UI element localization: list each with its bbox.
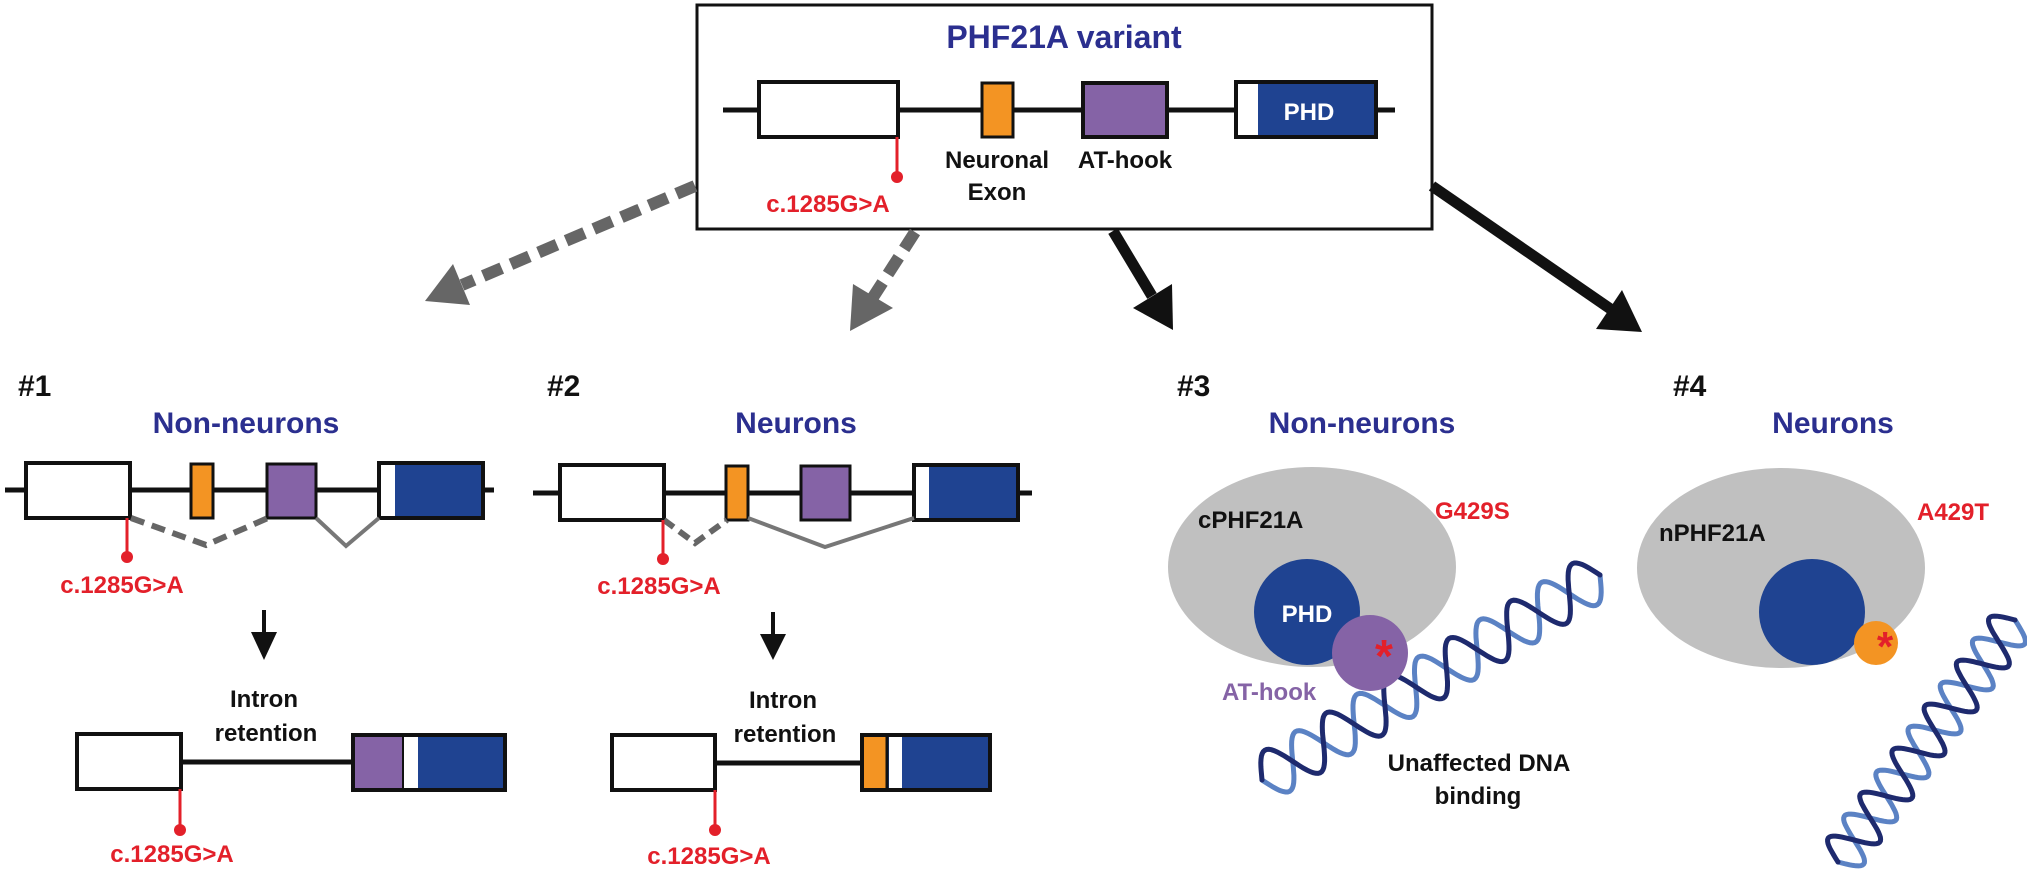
mutation-g429s: G429S [1435,498,1510,525]
panel-1-splice [314,516,381,549]
protein-nphf21a-label: nPHF21A [1659,520,1766,547]
neuronal-mutation-asterisk: * [1877,623,1894,670]
panel-1-mutation-dot [121,551,133,563]
panel-1-down-arrow-head [251,632,277,660]
dna-binding-caption-1: Unaffected DNA [1388,750,1571,777]
arrow-to-panel1-head [425,264,470,305]
arrow-to-panel2-head [850,284,893,331]
panel-2-result-1: Intron [749,687,817,714]
panel-1-heading: Non-neurons [153,407,340,440]
protein-cphf21a-label: cPHF21A [1198,507,1303,534]
mutation-label: c.1285G>A [766,191,889,218]
arrow-to-panel3-head [1133,284,1173,330]
panel-1-result-1: Intron [230,686,298,713]
panel-1-athook-exon [265,462,318,520]
panel-2-phd-utr [916,467,929,518]
athook-domain-label: AT-hook [1222,679,1317,706]
top-variant-box: PHF21A variant PHD c.1285G>A Neuronal Ex… [695,3,1434,231]
panel-2-neuronal-exon [724,464,750,522]
panel-2-result-mutation-label: c.1285G>A [647,843,770,870]
panel-1-number: #1 [18,370,51,403]
panel-2-mutation-dot [657,553,669,565]
panel-2-result-mutation-dot [709,824,721,836]
athook-exon [1081,81,1169,139]
panel-1-phd-exon [377,461,485,520]
dna-strand-dark [1258,560,1603,783]
panel-4-number: #4 [1673,370,1707,403]
athook-mutation-asterisk: * [1375,630,1393,682]
neuronal-exon-label: Neuronal [945,147,1049,174]
neuronal-exon-label-2: Exon [968,179,1027,206]
panel-3-heading: Non-neurons [1269,407,1456,440]
panel-1: #1 Non-neurons c.1285G>A Intron retentio… [5,370,507,868]
panel-1-result-exon-white [75,732,183,791]
dna-strand-light [1259,572,1604,795]
mutation-a429t: A429T [1917,499,1989,526]
arrow-to-panel4-head [1596,290,1642,332]
panel-1-skip-splice [129,515,270,549]
panel-4: #4 Neurons nPHF21A A429T * [1637,370,2027,869]
variant-title: PHF21A variant [946,19,1182,55]
panel-2-result-2: retention [734,721,837,748]
panel-2-result-exon-white [610,733,717,792]
dna-helix-panel-4 [1825,613,2027,869]
phd-exon-utr [1238,84,1258,135]
phd-domain-label: PHD [1282,601,1333,628]
dna-strand-dark [1825,613,2018,865]
panel-1-exon-white [24,461,132,520]
panel-3-number: #3 [1177,370,1210,403]
neuronal-exon [980,81,1015,139]
panel-2-number: #2 [547,370,580,403]
arrow-to-panel4 [1428,181,1616,315]
panel-2-mutation-label: c.1285G>A [597,573,720,600]
panel-1-mutation-label: c.1285G>A [60,572,183,599]
neuronal-exon-domain [1854,621,1898,665]
dna-strand-light [1835,617,2027,869]
dna-helix-panel-3 [1258,560,1604,795]
panel-1-neuronal-exon [189,462,215,520]
athook-label: AT-hook [1078,147,1173,174]
arrow-to-panel1 [459,180,698,291]
panel-2-splice [747,516,915,550]
phd-exon-label: PHD [1284,99,1335,126]
exon-white [757,80,900,139]
panel-2-result-neuronal-exon [864,737,886,788]
panel-1-phd-utr [381,465,395,516]
arrow-to-panel3 [1108,228,1157,299]
arrows [425,180,1642,332]
panel-2-result-utr [889,737,902,788]
dna-binding-caption-2: binding [1435,783,1522,810]
panel-2-athook-exon [799,464,852,522]
panel-2-heading: Neurons [735,407,857,440]
panel-1-result-athook [355,737,403,788]
panel-3: #3 Non-neurons cPHF21A G429S PHD * AT-ho… [1168,370,1604,810]
panel-1-result-mutation-dot [174,824,186,836]
panel-2-down-arrow-head [760,634,786,660]
panel-2-exon-white [558,463,666,522]
panel-2: #2 Neurons c.1285G>A Intron retention c.… [533,370,1032,870]
athook-domain [1332,615,1408,691]
arrow-to-panel2 [864,228,921,306]
panel-4-heading: Neurons [1772,407,1894,440]
panel-1-result-mutation-label: c.1285G>A [110,841,233,868]
phd-exon [1234,80,1378,139]
panel-1-result-2: retention [215,720,318,747]
panel-2-skip-splice [662,517,729,547]
phd-domain [1254,559,1360,665]
mutation-dot [891,171,903,183]
panel-1-result-utr [404,737,418,788]
panel-2-phd-exon [912,463,1020,522]
phd-domain-neuronal [1759,559,1865,665]
